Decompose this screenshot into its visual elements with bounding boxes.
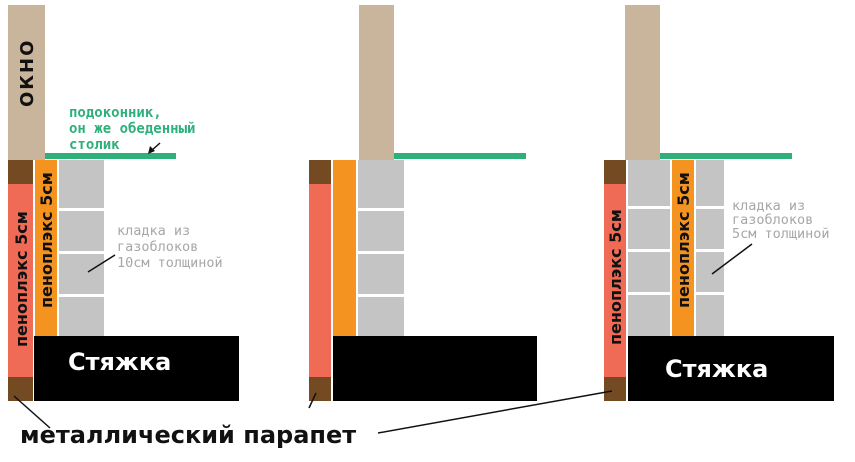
block [358,211,404,251]
block [696,295,724,336]
screed-slab [34,336,239,401]
block [358,297,404,336]
brown-cap-bottom [8,377,33,401]
window-frame [625,5,660,160]
block [696,160,724,206]
brown-cap-bottom [309,377,331,401]
block10-pointer [87,254,116,273]
penoplex-inner [35,160,57,336]
block [628,295,670,336]
screed-label: Стяжка [68,348,171,376]
window-label: ОКНО [17,39,38,107]
block5-label-line2: газоблоков [732,212,813,228]
sill-annotation: подоконник, он же обеденный столик [69,105,195,154]
penoplex-inner-label: пеноплэкс 5см [37,172,56,308]
block [628,252,670,292]
block10-annotation: кладка из газоблоков 10см толщиной [87,223,223,273]
block10-label-line1: кладка из [117,223,190,239]
block [628,160,670,206]
penoplex-inner-label: пеноплэкс 5см [674,172,693,308]
penoplex-inner [333,160,356,336]
section-1: ОКНО пеноплэкс 5см пеноплэкс 5см Стяжка [8,5,239,401]
block [358,160,404,208]
block [358,254,404,294]
window-sill [394,153,526,159]
parapet-pointer-1 [13,395,51,429]
sill-label-line2: он же обеденный [69,121,195,137]
penoplex-outer [8,184,33,377]
penoplex-inner [672,160,694,336]
brown-cap-top [309,160,331,184]
penoplex-outer-label: пеноплэкс 5см [606,209,625,345]
penoplex-outer [604,184,626,377]
block [59,211,104,251]
brown-cap-bottom [604,377,626,401]
parapet-pointer-2 [308,392,317,409]
block [628,209,670,249]
block [696,209,724,249]
penoplex-outer-label: пеноплэкс 5см [12,211,31,347]
parapet-annotation: металлический парапет [13,390,613,449]
sill-arrowhead-icon [148,146,155,154]
window-frame [8,5,45,160]
block [59,160,104,208]
screed-slab [628,336,834,401]
block5-annotation: кладка из газоблоков 5см толщиной [711,198,830,275]
block10-label-line3: 10см толщиной [117,255,223,271]
window-sill [660,153,792,159]
penoplex-outer [309,184,331,377]
block [59,297,104,336]
parapet-pointer-3 [377,390,613,434]
block5-pointer [711,243,753,275]
block [59,254,104,294]
brown-cap-top [8,160,33,184]
window-sill [45,153,176,159]
block5-label-line3: 5см толщиной [732,226,830,242]
screed-slab [333,336,537,401]
block5-label-line1: кладка из [732,198,805,214]
window-frame [359,5,394,160]
section-2 [309,5,537,401]
block [696,252,724,292]
brown-cap-top [604,160,626,184]
section-3: пеноплэкс 5см пеноплэкс 5см Стяжка [604,5,834,401]
sill-label-line3: столик [69,137,120,153]
parapet-label: металлический парапет [20,421,356,449]
screed-label: Стяжка [665,355,768,383]
sill-label-line1: подоконник, [69,105,162,121]
block10-label-line2: газоблоков [117,239,198,255]
